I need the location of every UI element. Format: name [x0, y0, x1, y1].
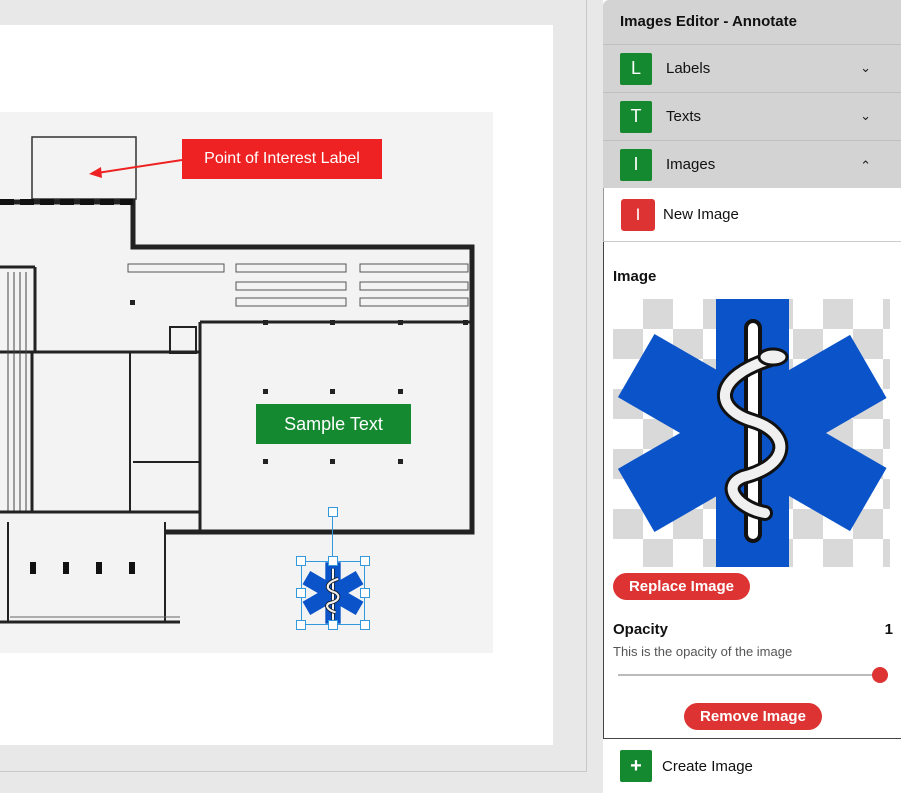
- image-detail-editor: Image Replace Image Opacity 1 This is th…: [603, 242, 901, 739]
- image-list-item[interactable]: I New Image: [603, 188, 901, 242]
- resize-handle-sw[interactable]: [296, 620, 306, 630]
- star-of-life-icon: [302, 562, 364, 624]
- panel-title: Images Editor - Annotate: [603, 0, 901, 44]
- resize-handle-n[interactable]: [328, 556, 338, 566]
- section-texts[interactable]: T Texts ⌄: [603, 92, 901, 140]
- resize-handle-e[interactable]: [360, 588, 370, 598]
- opacity-label: Opacity: [613, 621, 669, 638]
- resize-handle-s[interactable]: [328, 620, 338, 630]
- star-of-life-icon: [617, 299, 887, 567]
- section-labels-label: Labels: [666, 60, 711, 77]
- resize-handle-ne[interactable]: [360, 556, 370, 566]
- placed-image[interactable]: [301, 561, 365, 625]
- point-of-interest-label-text: Point of Interest Label: [204, 150, 360, 167]
- labels-badge: L: [620, 52, 652, 85]
- opacity-slider-thumb[interactable]: [872, 667, 888, 683]
- opacity-slider-track[interactable]: [618, 674, 880, 676]
- plus-icon: +: [620, 750, 652, 782]
- image-item-badge: I: [621, 198, 655, 231]
- sample-text-label: Sample Text: [284, 413, 383, 434]
- create-image-button[interactable]: + Create Image: [603, 739, 901, 793]
- rotate-handle[interactable]: [328, 507, 338, 517]
- replace-image-button[interactable]: Replace Image: [613, 573, 750, 600]
- point-of-interest-label[interactable]: Point of Interest Label: [182, 139, 382, 179]
- chevron-down-icon[interactable]: ⌄: [860, 108, 871, 123]
- texts-badge: T: [620, 100, 652, 133]
- resize-handle-nw[interactable]: [296, 556, 306, 566]
- resize-handle-se[interactable]: [360, 620, 370, 630]
- floor-plan-image: [0, 112, 493, 653]
- section-labels[interactable]: L Labels ⌄: [603, 44, 901, 92]
- image-item-label: New Image: [663, 206, 739, 223]
- opacity-help-text: This is the opacity of the image: [613, 644, 793, 659]
- label-arrow: [89, 159, 183, 178]
- section-images-label: Images: [666, 156, 716, 173]
- sample-text-box[interactable]: Sample Text: [256, 404, 411, 444]
- image-preview: [613, 299, 890, 567]
- chevron-up-icon[interactable]: ⌃: [860, 158, 871, 173]
- section-texts-label: Texts: [666, 108, 702, 125]
- create-image-label: Create Image: [662, 757, 753, 775]
- editor-canvas[interactable]: Point of Interest Label Sample Text: [0, 0, 587, 772]
- section-images[interactable]: I Images ⌃: [603, 140, 901, 188]
- remove-image-button[interactable]: Remove Image: [684, 703, 822, 730]
- images-badge: I: [620, 148, 652, 181]
- rotate-handle-line: [332, 514, 333, 561]
- images-editor-panel: Images Editor - Annotate L Labels ⌄ T Te…: [603, 0, 901, 793]
- image-field-title: Image: [613, 268, 657, 285]
- opacity-value: 1: [884, 621, 893, 638]
- chevron-down-icon[interactable]: ⌄: [860, 60, 871, 75]
- resize-handle-w[interactable]: [296, 588, 306, 598]
